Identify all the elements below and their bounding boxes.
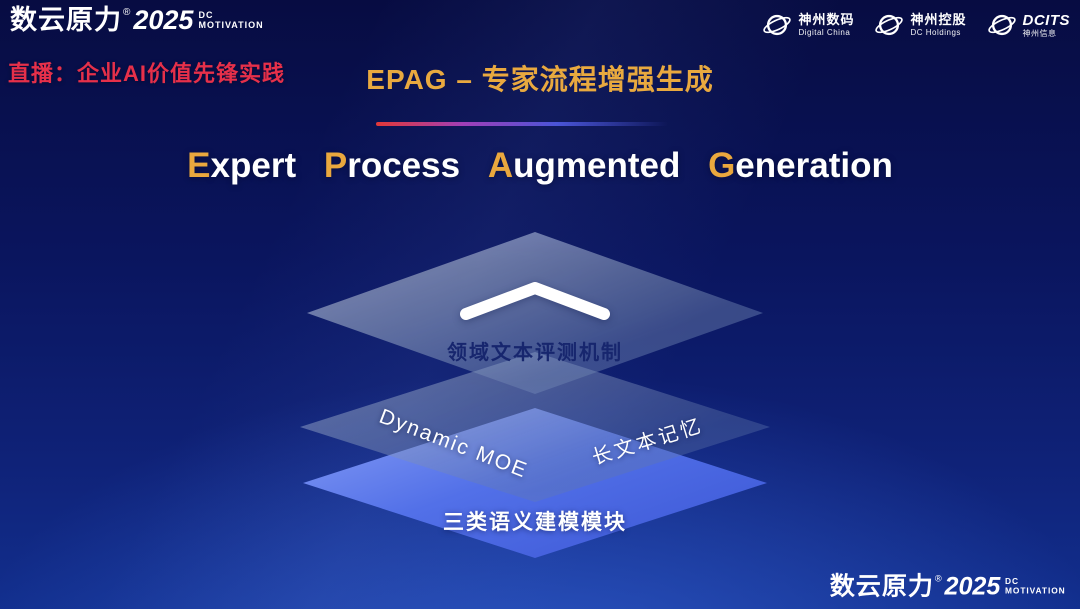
partner-subtitle: 神州信息 [1022,29,1057,39]
brand-tagline-line2: MOTIVATION [1005,586,1066,597]
brand-tagline: DC MOTIVATION [1005,577,1066,596]
headline-word: Process [324,146,460,186]
headline-rest: ugmented [513,146,681,185]
partner-logos: 神州数码 Digital China 神州控股 DC Holdings DCIT… [762,10,1070,40]
headline-initial: P [323,146,348,185]
partner-logo-dc-holdings: 神州控股 DC Holdings [874,10,966,40]
headline-word: Expert [187,146,296,186]
partner-logo-dcits: DCITS 神州信息 [987,10,1071,40]
brand-name: 数云原力 [830,572,935,601]
partner-subtitle: Digital China [798,27,851,37]
gradient-divider [376,122,668,126]
partner-name: DCITS [1022,11,1070,29]
headline-initial: E [187,146,211,185]
brand-logo-bottom-right: 数云原力 ® 2025 DC MOTIVATION [830,573,1066,601]
partner-subtitle: DC Holdings [910,27,961,37]
swoosh-icon [875,14,904,36]
partner-logo-digital-china: 神州数码 Digital China [762,10,854,40]
swoosh-icon [763,14,792,36]
chevron-up-icon [460,282,610,320]
headline-initial: G [708,146,736,185]
brand-year: 2025 [133,5,194,35]
bottom-layer-label: 三类语义建模模块 [443,511,627,534]
brand-registered-mark: ® [123,7,131,18]
headline-initial: A [487,146,514,185]
headline-rest: rocess [347,146,461,185]
headline: Expert Process Augmented Generation [0,146,1080,186]
brand-tagline: DC MOTIVATION [198,10,263,31]
partner-text: 神州数码 Digital China [798,11,855,37]
brand-registered-mark: ® [935,574,943,585]
brand-tagline-line1: DC [1005,577,1020,587]
partner-name: 神州数码 [798,11,855,27]
headline-word: Augmented [488,146,681,186]
partner-text: DCITS 神州信息 [1023,12,1071,38]
partner-name: 神州控股 [910,11,967,27]
page-title: EPAG – 专家流程增强生成 [366,64,714,95]
headline-word: Generation [708,146,893,186]
headline-rest: xpert [210,146,297,185]
brand-tagline-line2: MOTIVATION [198,20,264,31]
brand-name: 数云原力 [10,5,122,35]
brand-year: 2025 [944,572,1001,601]
swoosh-icon [987,14,1016,36]
brand-logo-top-left: 数云原力 ® 2025 DC MOTIVATION [10,5,264,36]
live-stream-label: 直播：企业AI价值先锋实践 [8,61,286,86]
brand-tagline-line1: DC [198,10,214,20]
partner-text: 神州控股 DC Holdings [910,11,967,37]
headline-rest: eneration [735,146,893,185]
top-layer-label: 领域文本评测机制 [447,342,623,364]
